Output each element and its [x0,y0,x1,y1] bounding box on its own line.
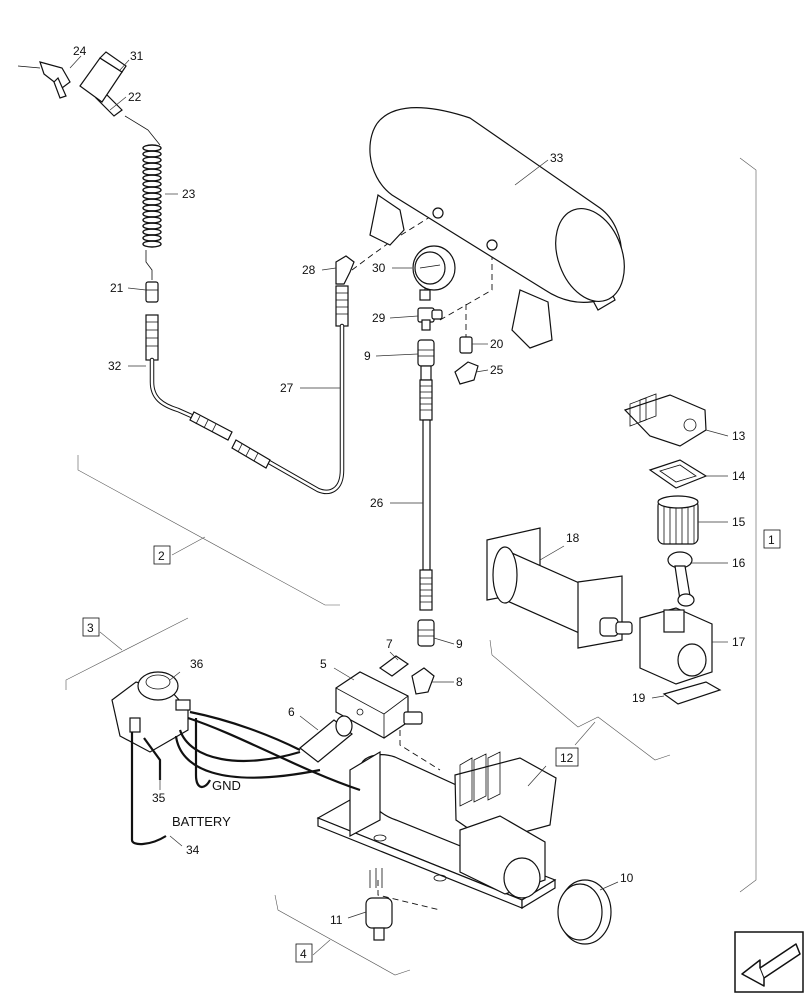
pressure-gauge [412,245,456,301]
part-label-7: 7 [386,637,393,651]
next-page-arrow-icon[interactable] [734,931,804,993]
hose-fitting-bottom [417,619,435,647]
part-label-22: 22 [128,90,142,104]
hose-coil-loop [142,144,162,152]
hose-coil-loop [142,162,162,170]
part-label-36: 36 [190,657,204,671]
hose-coil-loop [142,198,162,206]
part-label-34: 34 [186,843,200,857]
valve-block [335,655,435,739]
part-label-17: 17 [732,635,746,649]
part-label-8: 8 [456,675,463,689]
part-label-27: 27 [280,381,294,395]
part-label-16: 16 [732,556,746,570]
part-label-30: 30 [372,261,386,275]
part-label-28: 28 [302,263,316,277]
relay-and-wiring [111,671,361,846]
hose-coil-loop [142,216,162,224]
hose-coil-loop [142,156,162,164]
air-tank [369,107,625,349]
part-number-labels: 24 31 22 23 21 32 27 28 30 29 9 20 25 26… [73,44,746,927]
tank-drain-fittings [454,336,479,385]
group-outlines [65,157,757,976]
hose-fitting-top [417,339,435,381]
part-label-11: 11 [330,913,343,927]
part-label-24: 24 [73,44,87,58]
hose-coil-loop [142,186,162,194]
vertical-hose [419,379,433,611]
part-label-20: 20 [490,337,504,351]
part-label-25: 25 [490,363,504,377]
group-label-12: 12 [560,751,574,765]
hose-coil-loop [142,228,162,236]
pressure-switch [365,868,393,941]
hose-coil-loop [142,234,162,242]
hose-coil-loop [142,180,162,188]
leader-lines [69,55,729,919]
group-label-1: 1 [768,533,775,547]
group-label-3: 3 [87,621,94,635]
part-label-35: 35 [152,791,166,805]
hose-coil-loop [142,168,162,176]
tee-fitting [417,307,443,331]
part-label-26: 26 [370,496,384,510]
hose-coil-loop [142,192,162,200]
hose-coil-loop [142,174,162,182]
hose-coil-loop [142,210,162,218]
hose-coil-loop [142,240,162,248]
blow-gun [17,51,127,117]
hose-32 [145,314,233,441]
part-label-14: 14 [732,469,746,483]
part-label-29: 29 [372,311,386,325]
part-label-21: 21 [110,281,124,295]
part-label-23: 23 [182,187,196,201]
group-label-4: 4 [300,947,307,961]
group-labels: 1 2 3 4 12 [82,529,781,963]
wire-label-battery: BATTERY [172,814,231,829]
part-label-13: 13 [732,429,746,443]
coiled-hose [124,115,162,303]
filter-cap [557,879,612,945]
part-label-10: 10 [620,871,634,885]
compressor-head-parts [623,393,722,705]
group-label-2: 2 [158,549,165,563]
part-label-18: 18 [566,531,580,545]
hose-coil-loop [142,150,162,158]
wire-label-gnd: GND [212,778,241,793]
part-label-5: 5 [320,657,327,671]
part-label-31: 31 [130,49,144,63]
hose-coil-loop [142,222,162,230]
part-label-15: 15 [732,515,746,529]
elbow-and-hose-27 [231,255,355,495]
part-label-32: 32 [108,359,122,373]
part-label-19: 19 [632,691,646,705]
solenoid-valve [299,715,353,763]
compressor-assembly [316,750,557,910]
part-label-9-top: 9 [364,349,371,363]
part-label-9-bottom: 9 [456,637,463,651]
part-label-6: 6 [288,705,295,719]
hose-coil-loop [142,204,162,212]
part-label-33: 33 [550,151,564,165]
air-cylinder [486,527,633,649]
